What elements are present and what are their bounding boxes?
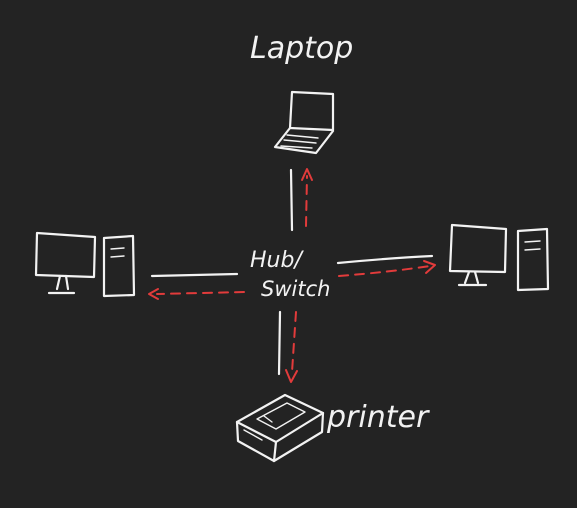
arrow-to-right-computer [338,260,436,277]
laptop-connection-line [289,168,294,232]
printer-label: printer [326,400,430,435]
arrow-to-laptop [301,168,313,227]
switch-label: Switch [261,277,330,301]
right-computer-connection-line [336,254,434,265]
arrow-to-left-computer [148,288,245,300]
arrow-to-printer [285,311,298,383]
laptop-icon [273,90,335,155]
left-computer-icon [34,231,136,298]
hub-label: Hub/ [250,248,304,273]
right-computer-icon [448,223,550,292]
printer-icon [235,393,325,463]
printer-connection-line [277,310,282,376]
left-computer-connection-line [150,272,239,278]
laptop-label: Laptop [250,31,353,66]
